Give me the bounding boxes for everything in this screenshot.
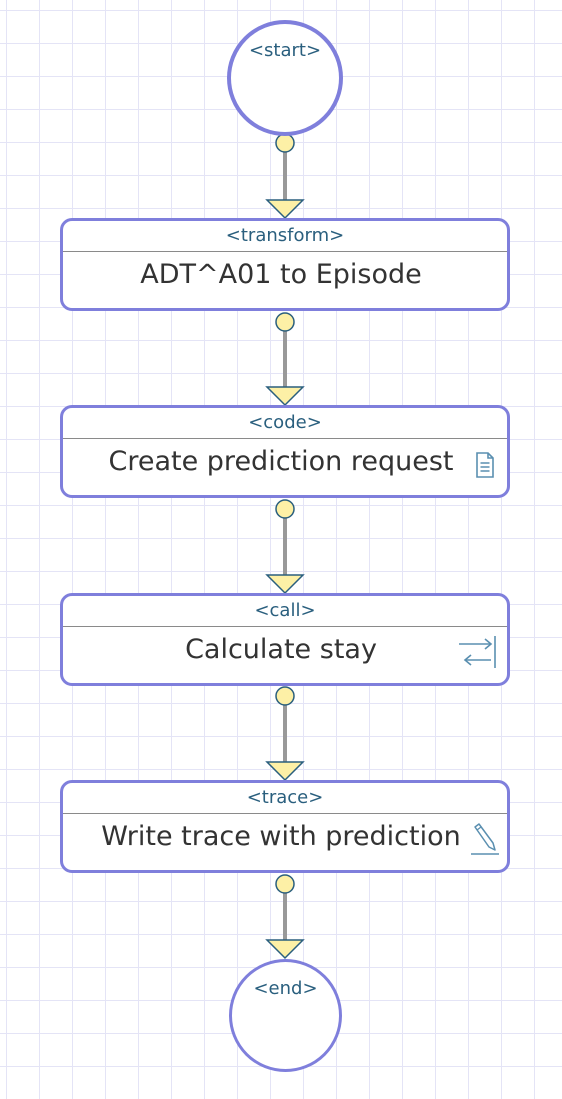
connector-arrowhead	[265, 199, 305, 220]
document-icon	[476, 452, 494, 478]
connector-anchor[interactable]	[275, 133, 295, 153]
start-node[interactable]: <start>	[227, 20, 343, 136]
connector-start-to-transform	[265, 133, 305, 220]
connector-anchor[interactable]	[275, 686, 295, 706]
call-node-tag: <call>	[63, 596, 507, 627]
connector-arrowhead	[265, 386, 305, 407]
end-node-tag: <end>	[253, 978, 318, 999]
connector-anchor[interactable]	[275, 312, 295, 332]
code-node-tag: <code>	[63, 408, 507, 439]
transform-node[interactable]: <transform> ADT^A01 to Episode	[60, 218, 510, 311]
transform-node-label: ADT^A01 to Episode	[140, 259, 422, 290]
connector-arrowhead	[265, 574, 305, 595]
connector-anchor[interactable]	[275, 874, 295, 894]
connector-arrowhead	[265, 761, 305, 782]
start-node-tag: <start>	[248, 40, 322, 61]
connector-transform-to-code	[265, 312, 305, 407]
call-node[interactable]: <call> Calculate stay	[60, 593, 510, 686]
pencil-icon	[471, 823, 499, 855]
connector-call-to-trace	[265, 686, 305, 782]
trace-node-tag: <trace>	[63, 783, 507, 814]
code-node-label: Create prediction request	[108, 446, 454, 477]
connector-arrowhead	[265, 939, 305, 960]
trace-node[interactable]: <trace> Write trace with prediction	[60, 780, 510, 873]
connector-code-to-call	[265, 499, 305, 595]
trace-node-label: Write trace with prediction	[101, 821, 461, 852]
end-node[interactable]: <end>	[229, 959, 342, 1072]
connector-anchor[interactable]	[275, 499, 295, 519]
code-node[interactable]: <code> Create prediction request	[60, 405, 510, 498]
transform-node-tag: <transform>	[63, 221, 507, 252]
connector-trace-to-end	[265, 874, 305, 960]
call-arrows-icon	[459, 636, 496, 668]
call-node-label: Calculate stay	[185, 634, 377, 665]
